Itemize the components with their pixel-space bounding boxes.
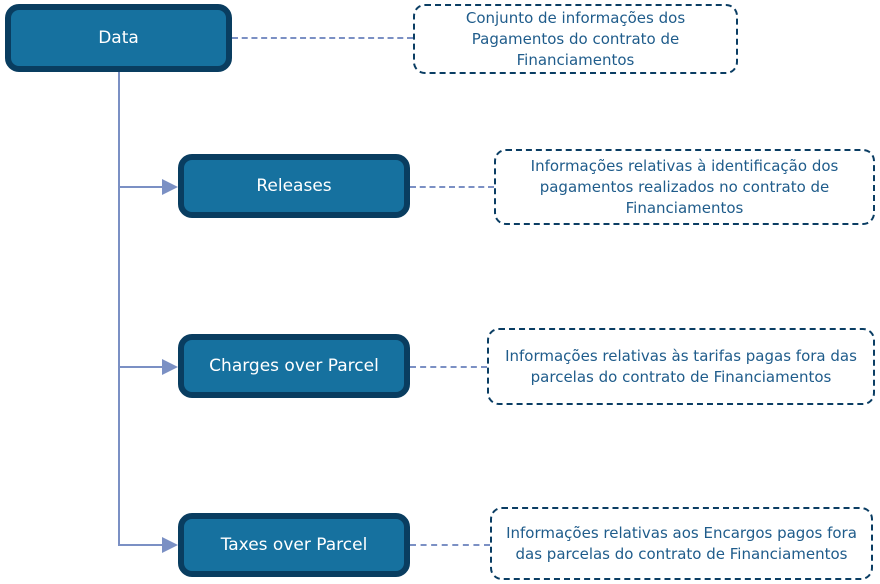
dashed-link-charges-annotation bbox=[410, 366, 487, 368]
annotation-data-text: Conjunto de informações dos Pagamentos d… bbox=[465, 8, 686, 69]
node-taxes-over-parcel: Taxes over Parcel bbox=[178, 513, 410, 577]
dashed-link-releases-annotation bbox=[410, 186, 494, 188]
node-data-label: Data bbox=[98, 28, 139, 48]
node-releases: Releases bbox=[178, 154, 410, 218]
annotation-charges-text: Informações relativas às tarifas pagas f… bbox=[505, 346, 857, 386]
node-data: Data bbox=[5, 4, 232, 72]
connector-branch-charges bbox=[118, 366, 162, 368]
connector-branch-taxes bbox=[118, 544, 162, 546]
annotation-data: Conjunto de informações dos Pagamentos d… bbox=[413, 4, 738, 74]
arrowhead-icon-releases bbox=[162, 179, 178, 195]
node-releases-label: Releases bbox=[256, 176, 332, 196]
arrowhead-icon-taxes bbox=[162, 537, 178, 553]
annotation-charges-over-parcel: Informações relativas às tarifas pagas f… bbox=[487, 328, 875, 405]
annotation-taxes-text: Informações relativas aos Encargos pagos… bbox=[506, 523, 857, 563]
arrowhead-icon-charges bbox=[162, 359, 178, 375]
node-charges-over-parcel: Charges over Parcel bbox=[178, 334, 410, 398]
connector-trunk-line bbox=[118, 72, 120, 546]
dashed-link-taxes-annotation bbox=[410, 544, 490, 546]
node-taxes-label: Taxes over Parcel bbox=[220, 535, 368, 555]
annotation-taxes-over-parcel: Informações relativas aos Encargos pagos… bbox=[490, 507, 873, 580]
annotation-releases-text: Informações relativas à identificação do… bbox=[530, 156, 839, 217]
annotation-releases: Informações relativas à identificação do… bbox=[494, 149, 875, 225]
dashed-link-data-annotation bbox=[232, 37, 413, 39]
connector-branch-releases bbox=[118, 186, 162, 188]
node-charges-label: Charges over Parcel bbox=[209, 356, 379, 376]
